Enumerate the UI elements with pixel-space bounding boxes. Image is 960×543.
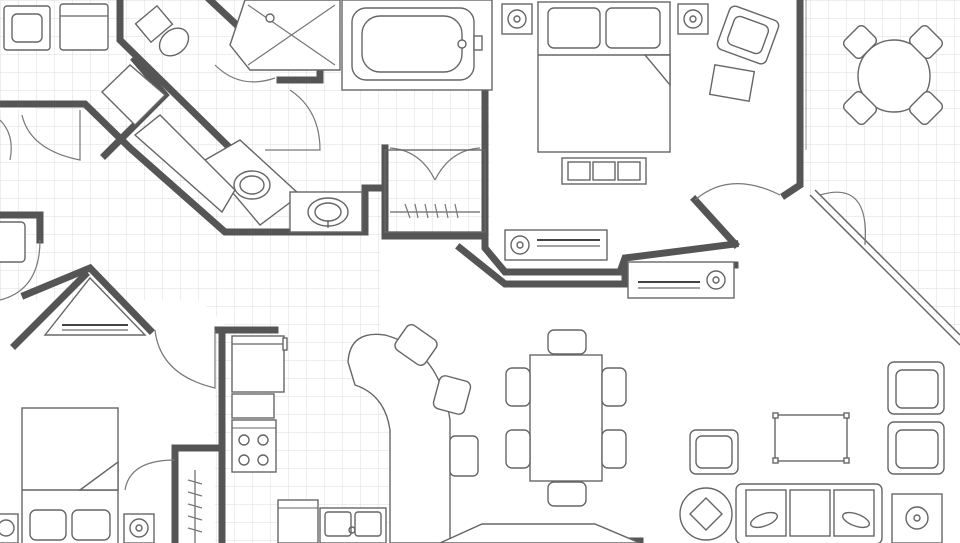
toilet — [134, 4, 190, 57]
stove — [231, 419, 277, 473]
nightstands-2 — [0, 513, 155, 543]
dresser — [504, 229, 608, 261]
bathtub — [341, 0, 493, 91]
coffee-table — [772, 412, 850, 464]
round-table — [842, 24, 944, 126]
armchair-ottoman — [708, 5, 780, 103]
dishwasher — [277, 499, 319, 543]
small-closet — [187, 470, 203, 543]
king-bed — [537, 1, 671, 153]
second-bed — [21, 407, 119, 543]
kitchen-island — [347, 324, 479, 543]
side-tables — [679, 487, 943, 543]
window-lines — [805, 0, 960, 346]
sofa — [735, 483, 883, 543]
counter-cabinet — [231, 393, 275, 419]
vanity-sink-2 — [289, 191, 363, 233]
linen-cabinets — [101, 64, 236, 214]
kitchen-sink — [319, 507, 387, 543]
top-left-furniture — [3, 3, 109, 51]
hall-storage — [43, 276, 147, 336]
dining-table — [505, 329, 627, 507]
bench — [561, 157, 647, 185]
tv-console — [627, 261, 735, 299]
doors — [0, 64, 867, 491]
console-bottom — [439, 523, 641, 543]
nightstands — [501, 3, 709, 35]
closet — [384, 149, 486, 233]
shower — [229, 0, 341, 71]
refrigerator — [231, 335, 288, 393]
wall-unit-left — [0, 221, 26, 263]
armchairs — [689, 361, 945, 475]
